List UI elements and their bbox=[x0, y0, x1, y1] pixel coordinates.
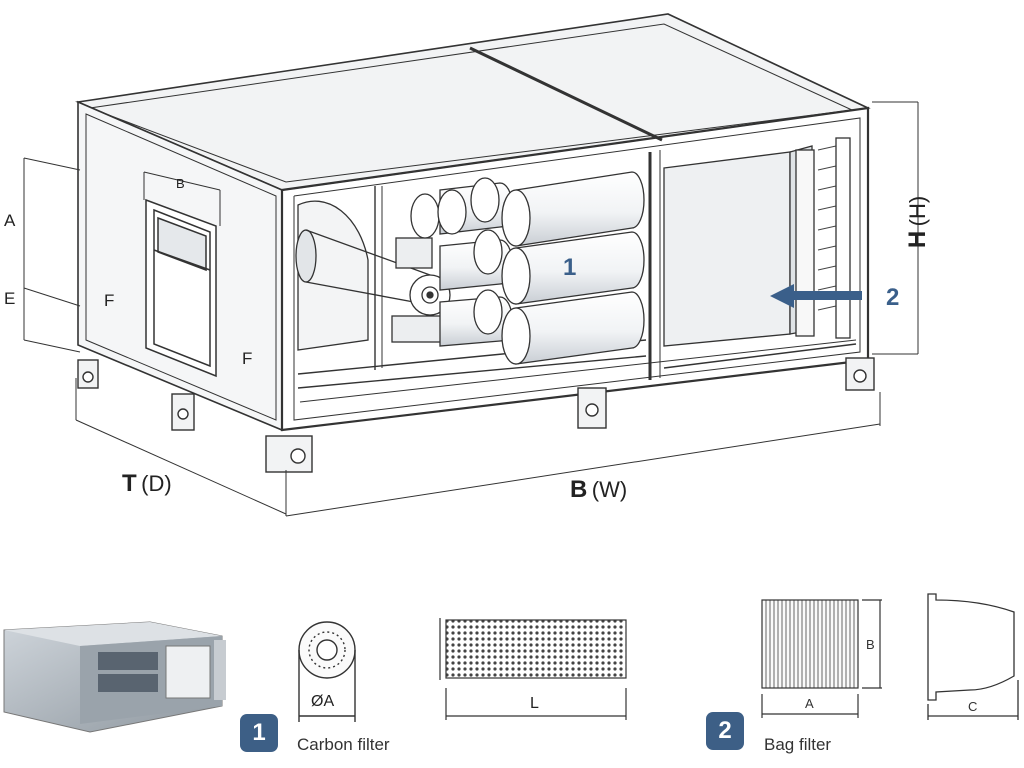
foot-front-right bbox=[845, 357, 875, 391]
carbon-filter-caption: Carbon filter bbox=[297, 735, 390, 754]
carbon-filter-side-view bbox=[439, 618, 627, 720]
depth-paren: (D) bbox=[141, 471, 172, 496]
carbon-length-label: L bbox=[530, 695, 539, 712]
dim-label-a: A bbox=[4, 211, 16, 230]
side-air-inlet bbox=[145, 198, 217, 378]
bag-filter-badge: 2 bbox=[706, 712, 744, 750]
width-dimension: B (W) bbox=[570, 478, 627, 502]
width-letter: B bbox=[570, 476, 588, 503]
dim-label-e: E bbox=[4, 289, 16, 308]
bag-dim-c-label: C bbox=[968, 699, 978, 714]
dim-label-b-opening: B bbox=[176, 176, 185, 191]
foot-left-back bbox=[77, 359, 99, 389]
carbon-filter-bank bbox=[410, 171, 645, 365]
callout-2-bag: 2 bbox=[886, 284, 900, 311]
carbon-diameter-label: ØA bbox=[311, 693, 335, 710]
dimension-lines bbox=[23, 101, 919, 517]
foot-front-mid bbox=[577, 387, 607, 429]
bag-filter-front-view bbox=[761, 599, 882, 718]
bag-filter-side-view bbox=[927, 593, 1019, 720]
height-paren: (H) bbox=[905, 195, 931, 227]
mounting-feet bbox=[77, 357, 875, 473]
height-letter: H bbox=[904, 230, 932, 249]
width-paren: (W) bbox=[591, 477, 628, 502]
depth-letter: T bbox=[122, 470, 137, 497]
depth-dimension: T (D) bbox=[122, 472, 172, 496]
bag-filter-caption: Bag filter bbox=[764, 735, 832, 754]
airflow-arrow bbox=[770, 284, 862, 308]
dim-label-f-left: F bbox=[104, 291, 115, 310]
foot-left-mid bbox=[171, 393, 195, 431]
bag-dim-b-label: B bbox=[866, 637, 875, 652]
product-photo bbox=[3, 621, 226, 733]
height-dimension: H (H) bbox=[904, 195, 932, 249]
carbon-filter-badge: 1 bbox=[240, 714, 278, 752]
dim-label-f-right: F bbox=[242, 349, 253, 368]
bag-filter-section bbox=[663, 137, 851, 347]
bag-dim-a-label: A bbox=[805, 696, 814, 711]
carbon-filter-end-view bbox=[298, 621, 356, 722]
callout-1-carbon: 1 bbox=[563, 254, 577, 281]
foot-front-left bbox=[265, 435, 313, 473]
